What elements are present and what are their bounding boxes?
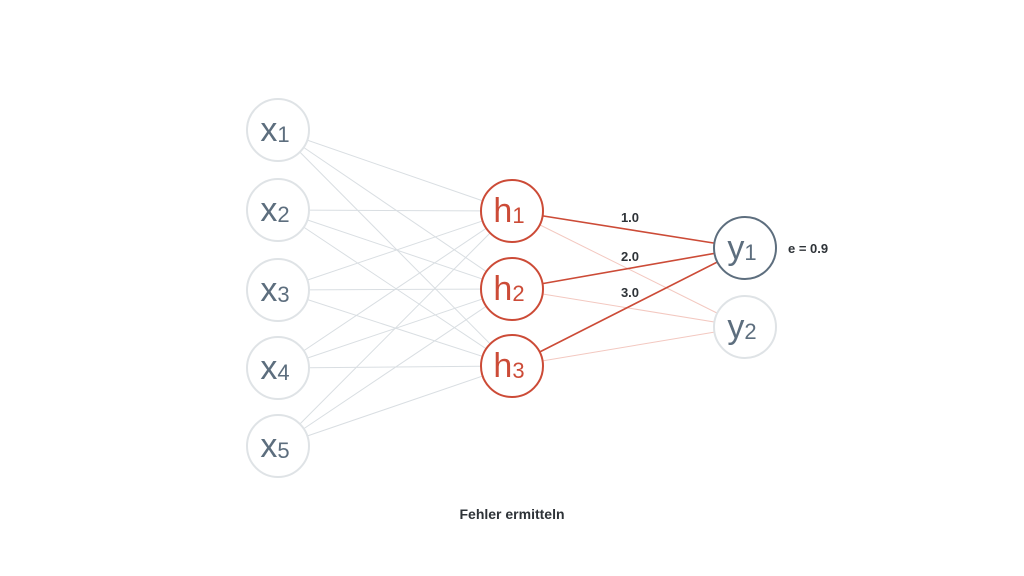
edge-x2-h1 [277,209,513,212]
edge-x5-h1 [277,210,513,447]
error-label: e = 0.9 [788,241,828,256]
node-label-x2: x2 [260,191,289,229]
edge-h2-y2 [511,288,746,328]
node-h1: h1 [480,179,544,243]
node-y2: y2 [713,295,777,359]
edge-x5-h3 [277,365,513,447]
node-x2: x2 [246,178,310,242]
node-label-y1: y1 [727,229,756,267]
node-circle-h1 [480,179,544,243]
node-circle-x5 [246,414,310,478]
node-x5: x5 [246,414,310,478]
node-label-x5: x5 [260,427,289,465]
node-y1: y1 [713,216,777,280]
node-circle-h3 [480,334,544,398]
edge-x2-h3 [277,209,513,367]
node-circle-x2 [246,178,310,242]
labels-layer: 1.0 2.0 3.0 e = 0.9 [621,210,828,300]
edge-x5-h2 [277,288,513,447]
node-label-x4: x4 [260,349,289,387]
weight-label-h3-y1: 3.0 [621,285,639,300]
node-circle-y2 [713,295,777,359]
node-label-x1: x1 [260,111,289,149]
node-x3: x3 [246,258,310,322]
nodes-layer: x1 x2 x3 x4 x5 h1 h2 h3 y1 y2 [246,98,777,478]
node-circle-y1 [713,216,777,280]
node-label-h2: h2 [493,270,524,308]
node-circle-x4 [246,336,310,400]
edge-h1-y1 [511,210,746,249]
edges-layer [277,129,746,447]
node-x1: x1 [246,98,310,162]
node-label-h3: h3 [493,347,524,385]
weight-label-h1-y1: 1.0 [621,210,639,225]
edge-x3-h1 [277,210,513,291]
edge-h2-y1 [511,247,746,290]
node-circle-x3 [246,258,310,322]
edge-x4-h1 [277,210,513,369]
edge-h3-y1 [511,247,746,367]
edge-h3-y2 [511,326,746,367]
edge-x1-h1 [277,129,513,212]
node-circle-h2 [480,257,544,321]
node-label-y2: y2 [727,308,756,346]
edge-x2-h2 [277,209,513,290]
node-label-h1: h1 [493,192,524,230]
edge-x1-h3 [277,129,513,367]
edge-x1-h2 [277,129,513,290]
node-x4: x4 [246,336,310,400]
node-label-x3: x3 [260,271,289,309]
node-h3: h3 [480,334,544,398]
weight-label-h2-y1: 2.0 [621,249,639,264]
diagram-caption: Fehler ermitteln [459,506,565,522]
node-h2: h2 [480,257,544,321]
node-circle-x1 [246,98,310,162]
